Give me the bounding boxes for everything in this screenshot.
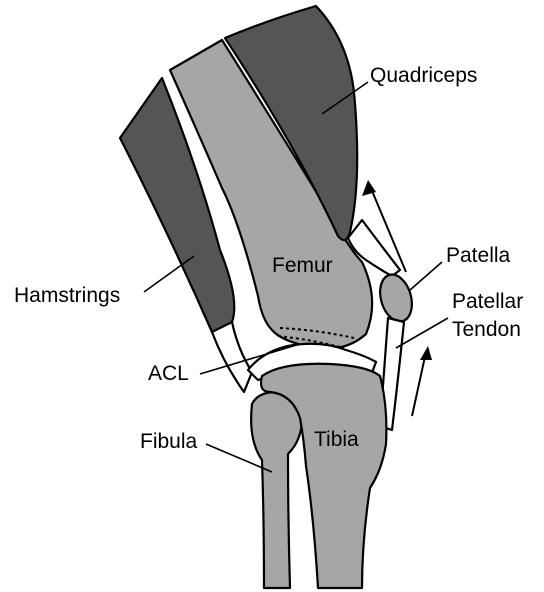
quadriceps-label: Quadriceps bbox=[370, 64, 477, 87]
patella-leader bbox=[410, 262, 442, 290]
up-arrow-icon bbox=[412, 346, 432, 416]
patella-bone bbox=[375, 271, 417, 325]
patellar-tendon-label-line2: Tendon bbox=[452, 318, 521, 341]
tibia-label: Tibia bbox=[314, 428, 359, 451]
acl-label: ACL bbox=[148, 362, 189, 385]
hamstrings-tendon bbox=[212, 322, 252, 392]
patellar-tendon-label-line1: Patellar bbox=[452, 290, 523, 313]
hamstrings-label: Hamstrings bbox=[14, 284, 120, 307]
fibula-label: Fibula bbox=[140, 430, 198, 453]
patella-label: Patella bbox=[446, 244, 511, 267]
fibula-bone bbox=[251, 392, 302, 588]
femur-label: Femur bbox=[272, 254, 333, 277]
